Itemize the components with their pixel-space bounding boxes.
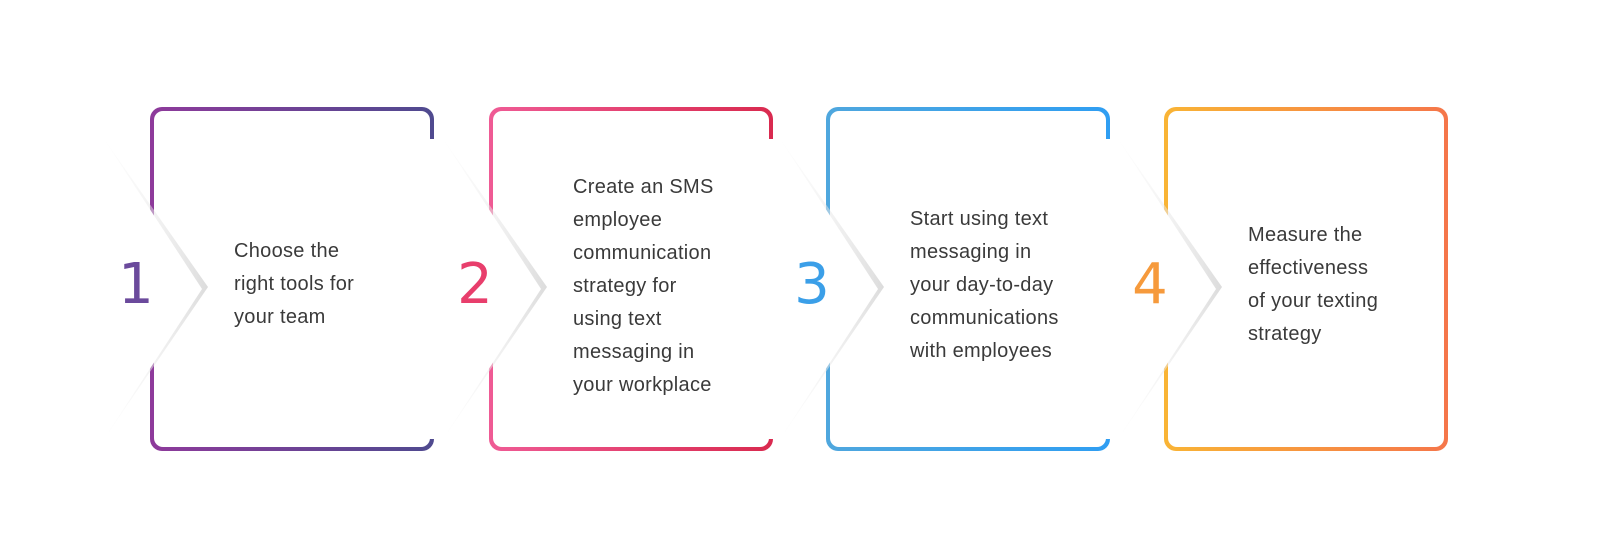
step-2: 2 Create an SMS employee communication s… <box>413 107 773 451</box>
chevron-arrow-icon <box>750 139 890 439</box>
text-line: messaging in <box>910 241 1032 263</box>
text-line: Measure the <box>1248 224 1363 246</box>
text-line: Choose the <box>234 240 340 262</box>
step-number: 4 <box>1132 252 1168 317</box>
step-3: 3 Start using text messaging in your day… <box>750 107 1110 451</box>
text-line: messaging in <box>573 341 695 363</box>
step-number: 3 <box>794 252 830 317</box>
text-line: employee <box>573 209 663 231</box>
chevron-arrow-icon <box>413 139 553 439</box>
text-line: strategy for <box>573 275 677 297</box>
text-line: right tools for <box>234 273 355 295</box>
text-line: Start using text <box>910 208 1049 230</box>
text-line: effectiveness <box>1248 257 1369 279</box>
text-line: strategy <box>1248 323 1322 345</box>
text-line: your workplace <box>573 374 712 396</box>
text-line: of your texting <box>1248 290 1379 312</box>
chevron-arrow-icon <box>1088 139 1228 439</box>
step-1: 1 Choose the right tools for your team <box>74 107 434 451</box>
text-line: communication <box>573 242 712 264</box>
chevron-arrow-icon <box>74 139 214 439</box>
text-line: your day-to-day <box>910 274 1054 296</box>
text-line: with employees <box>910 340 1053 362</box>
step-description: Start using text messaging in your day-t… <box>910 203 1090 368</box>
step-4: 4 Measure the effectiveness of your text… <box>1088 107 1448 451</box>
step-description: Choose the right tools for your team <box>234 235 414 334</box>
text-line: Create an SMS <box>573 176 714 198</box>
text-line: your team <box>234 306 326 328</box>
text-line: communications <box>910 307 1059 329</box>
step-number: 2 <box>457 252 493 317</box>
step-description: Measure the effectiveness of your textin… <box>1248 219 1428 351</box>
step-number: 1 <box>118 252 154 317</box>
step-description: Create an SMS employee communication str… <box>573 171 753 402</box>
step-4-frame <box>1164 107 1448 451</box>
step-1-frame <box>150 107 434 451</box>
text-line: using text <box>573 308 662 330</box>
